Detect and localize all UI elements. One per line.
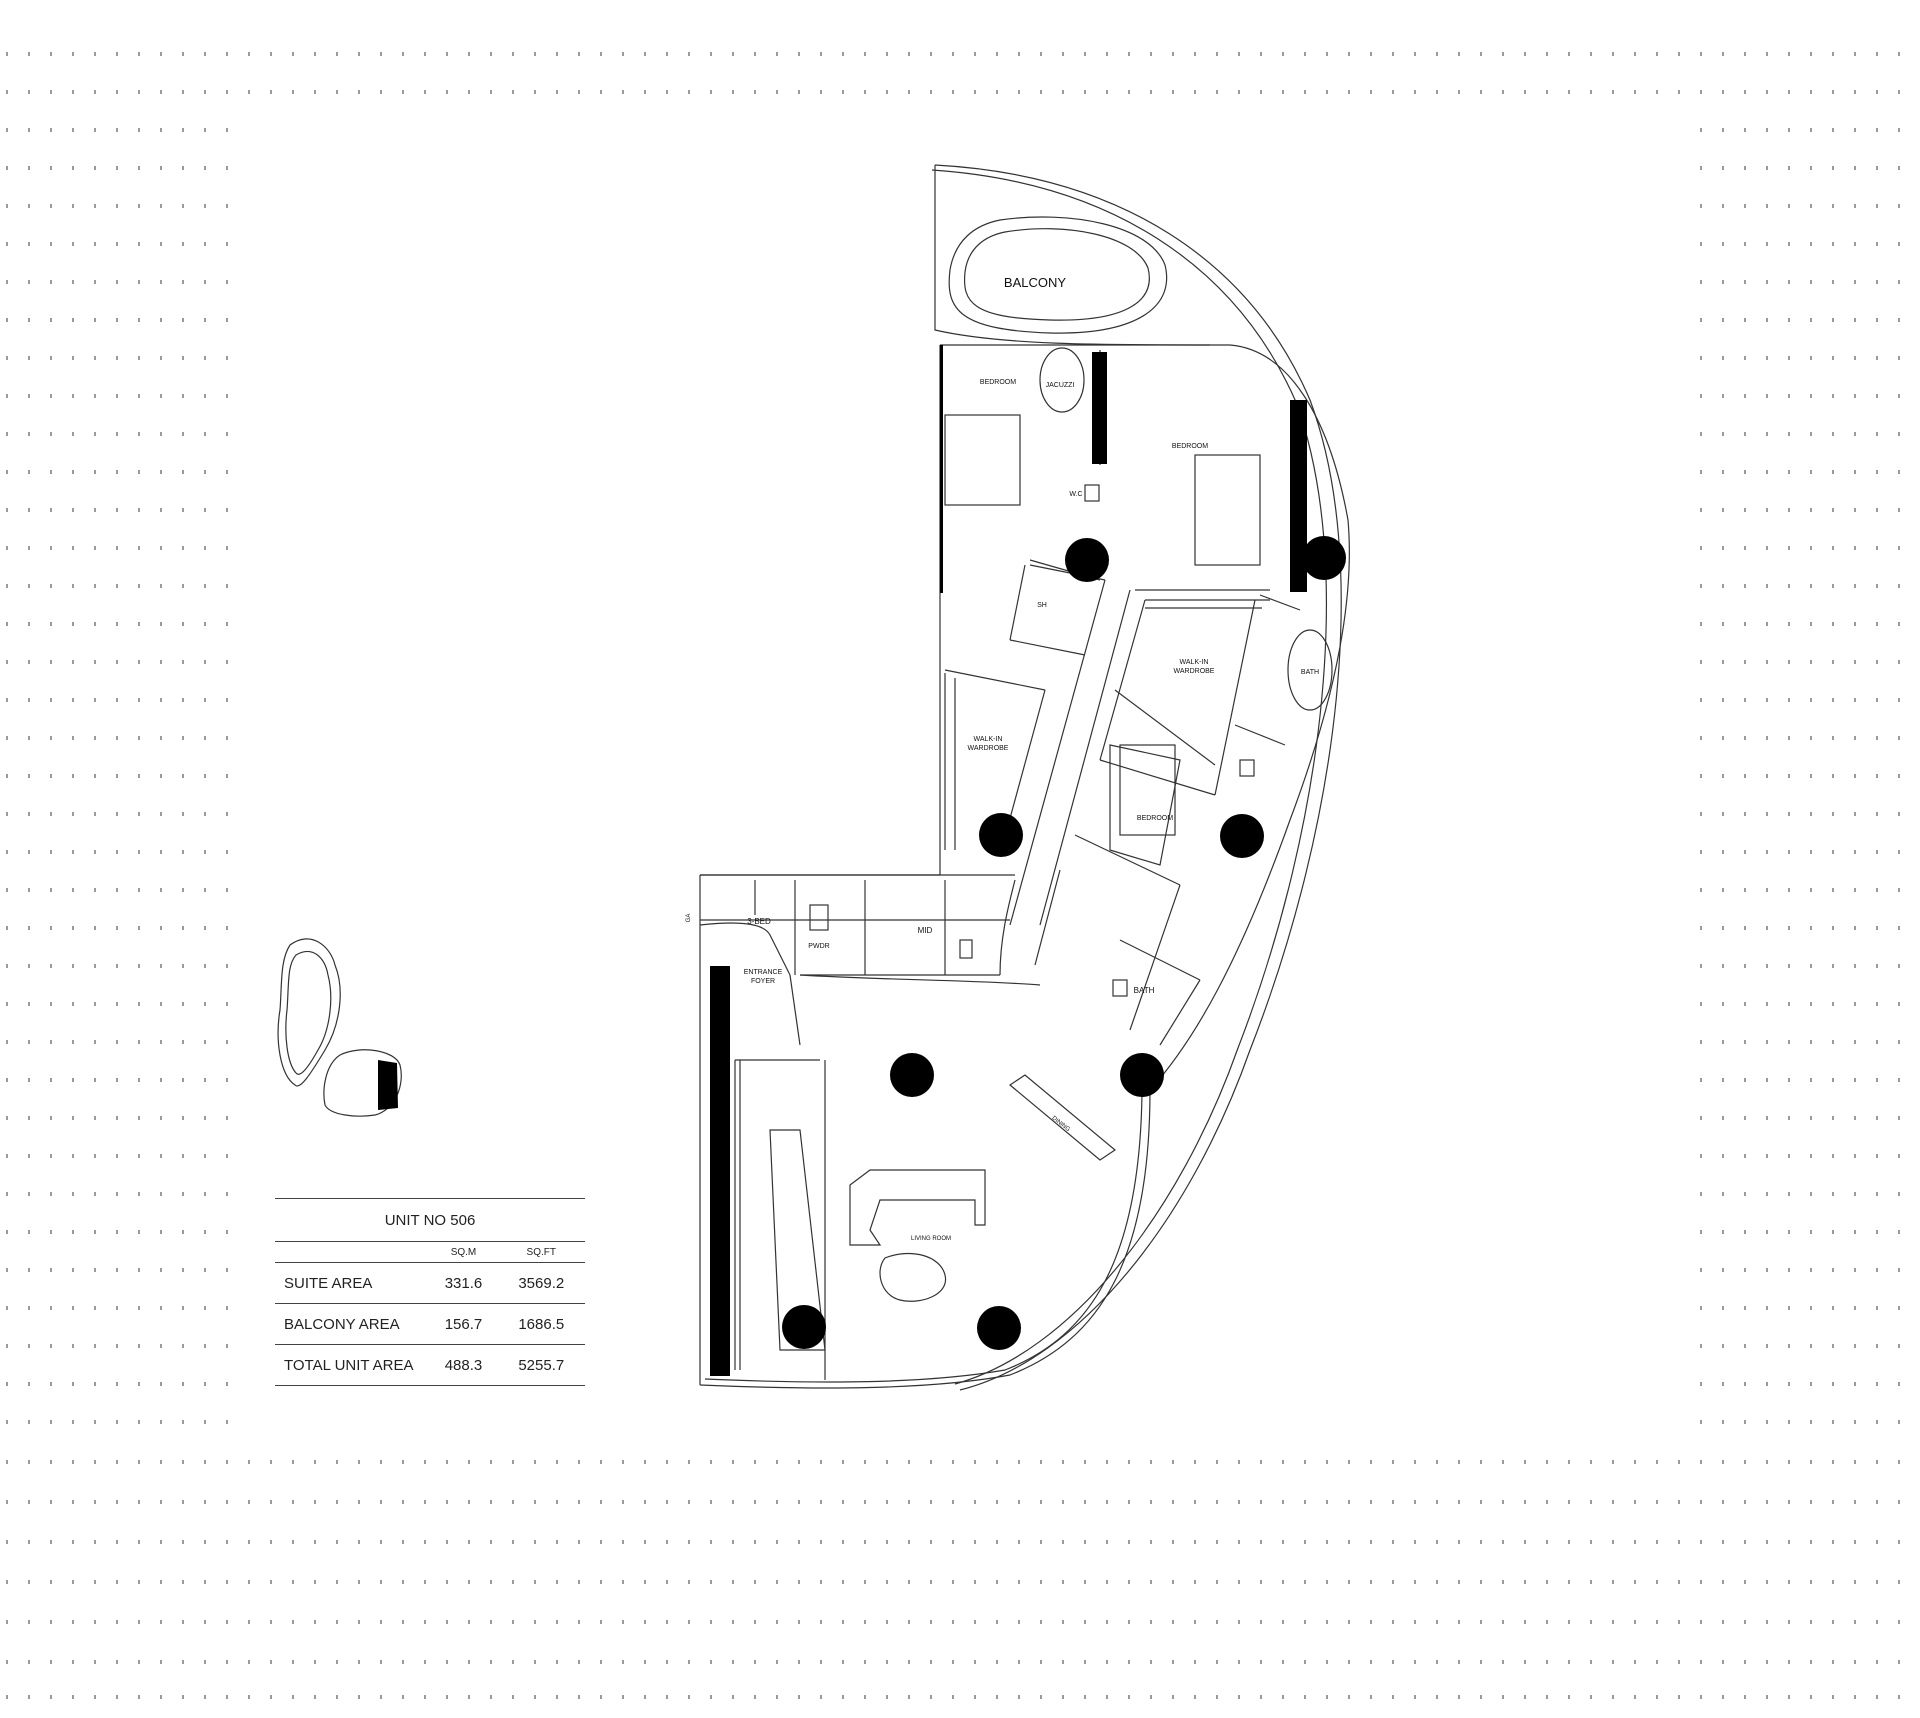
row-label: SUITE AREA bbox=[275, 1262, 430, 1304]
balcony-enclosure bbox=[934, 165, 1211, 346]
column bbox=[1065, 538, 1109, 582]
outer-facade-inner-curve bbox=[931, 169, 1327, 1385]
room-label-bath-tub: BATH bbox=[1301, 669, 1319, 676]
door-tag: GA bbox=[686, 914, 692, 923]
wall-segment bbox=[1092, 352, 1107, 464]
column-header-sqm: SQ.M bbox=[450, 1246, 477, 1258]
room-label-dining: DINING bbox=[1050, 1115, 1071, 1133]
room-label-entrance-b: FOYER bbox=[751, 978, 775, 985]
column bbox=[979, 813, 1023, 857]
unit-area-table: UNIT NO 506 SQ.M SQ.FT SUITE AREA 331.6 … bbox=[275, 1198, 585, 1386]
wall-segment bbox=[940, 345, 943, 593]
room-label-bath: BATH bbox=[1134, 986, 1155, 995]
row-label: TOTAL UNIT AREA bbox=[275, 1344, 430, 1386]
row-sqm: 331.6 bbox=[429, 1262, 498, 1304]
table-row: SUITE AREA 331.6 3569.2 bbox=[275, 1262, 585, 1304]
upper-wing-outline bbox=[940, 344, 1350, 1091]
row-sqft: 5255.7 bbox=[497, 1344, 585, 1386]
room-label-living: LIVING ROOM bbox=[911, 1236, 951, 1242]
room-label-walkin-1a: WALK-IN bbox=[974, 736, 1003, 743]
keyplan-tower-1 bbox=[277, 938, 341, 1087]
row-sqm: 488.3 bbox=[429, 1344, 498, 1386]
row-sqm: 156.7 bbox=[429, 1303, 498, 1345]
lower-facade bbox=[699, 1089, 1151, 1389]
table-row: TOTAL UNIT AREA 488.3 5255.7 bbox=[275, 1344, 585, 1386]
column bbox=[977, 1306, 1021, 1350]
room-label-bedroom-1: BEDROOM bbox=[980, 379, 1016, 386]
row-sqft: 3569.2 bbox=[497, 1262, 585, 1304]
room-label-3-bed: 3-BED bbox=[747, 917, 771, 926]
column bbox=[1302, 536, 1346, 580]
column bbox=[890, 1053, 934, 1097]
balcony-outline bbox=[948, 216, 1168, 334]
room-label-pwdr: PWDR bbox=[808, 943, 829, 950]
column-header-sqft: SQ.FT bbox=[526, 1246, 556, 1258]
wall-segment bbox=[1290, 400, 1307, 592]
room-label-walkin-2b: WARDROBE bbox=[1174, 668, 1215, 675]
room-label-walkin-2a: WALK-IN bbox=[1180, 659, 1209, 666]
keyplan-tower-2 bbox=[323, 1049, 402, 1117]
room-label-jacuzzi: JACUZZI bbox=[1046, 382, 1075, 389]
row-sqft: 1686.5 bbox=[497, 1303, 585, 1345]
unit-number: UNIT NO 506 bbox=[275, 1198, 585, 1242]
wall-segment bbox=[710, 966, 730, 1376]
row-label: BALCONY AREA bbox=[275, 1303, 430, 1345]
column bbox=[1120, 1053, 1164, 1097]
room-label-balcony: BALCONY bbox=[1004, 275, 1066, 290]
room-label-entrance-a: ENTRANCE bbox=[744, 969, 783, 976]
column bbox=[1220, 814, 1264, 858]
table-row: BALCONY AREA 156.7 1686.5 bbox=[275, 1303, 585, 1345]
room-label-walkin-1b: WARDROBE bbox=[968, 745, 1009, 752]
room-label-sh: SH bbox=[1037, 602, 1047, 609]
room-label-wc: W.C bbox=[1069, 491, 1082, 498]
column bbox=[782, 1305, 826, 1349]
room-label-bedroom-2: BEDROOM bbox=[1172, 443, 1208, 450]
room-label-bedroom-3: BEDROOM bbox=[1137, 815, 1173, 822]
balcony-inner bbox=[963, 228, 1150, 321]
outer-facade-curve bbox=[934, 164, 1342, 1391]
room-label-mid: MID bbox=[918, 926, 933, 935]
keyplan-highlight bbox=[378, 1060, 398, 1110]
